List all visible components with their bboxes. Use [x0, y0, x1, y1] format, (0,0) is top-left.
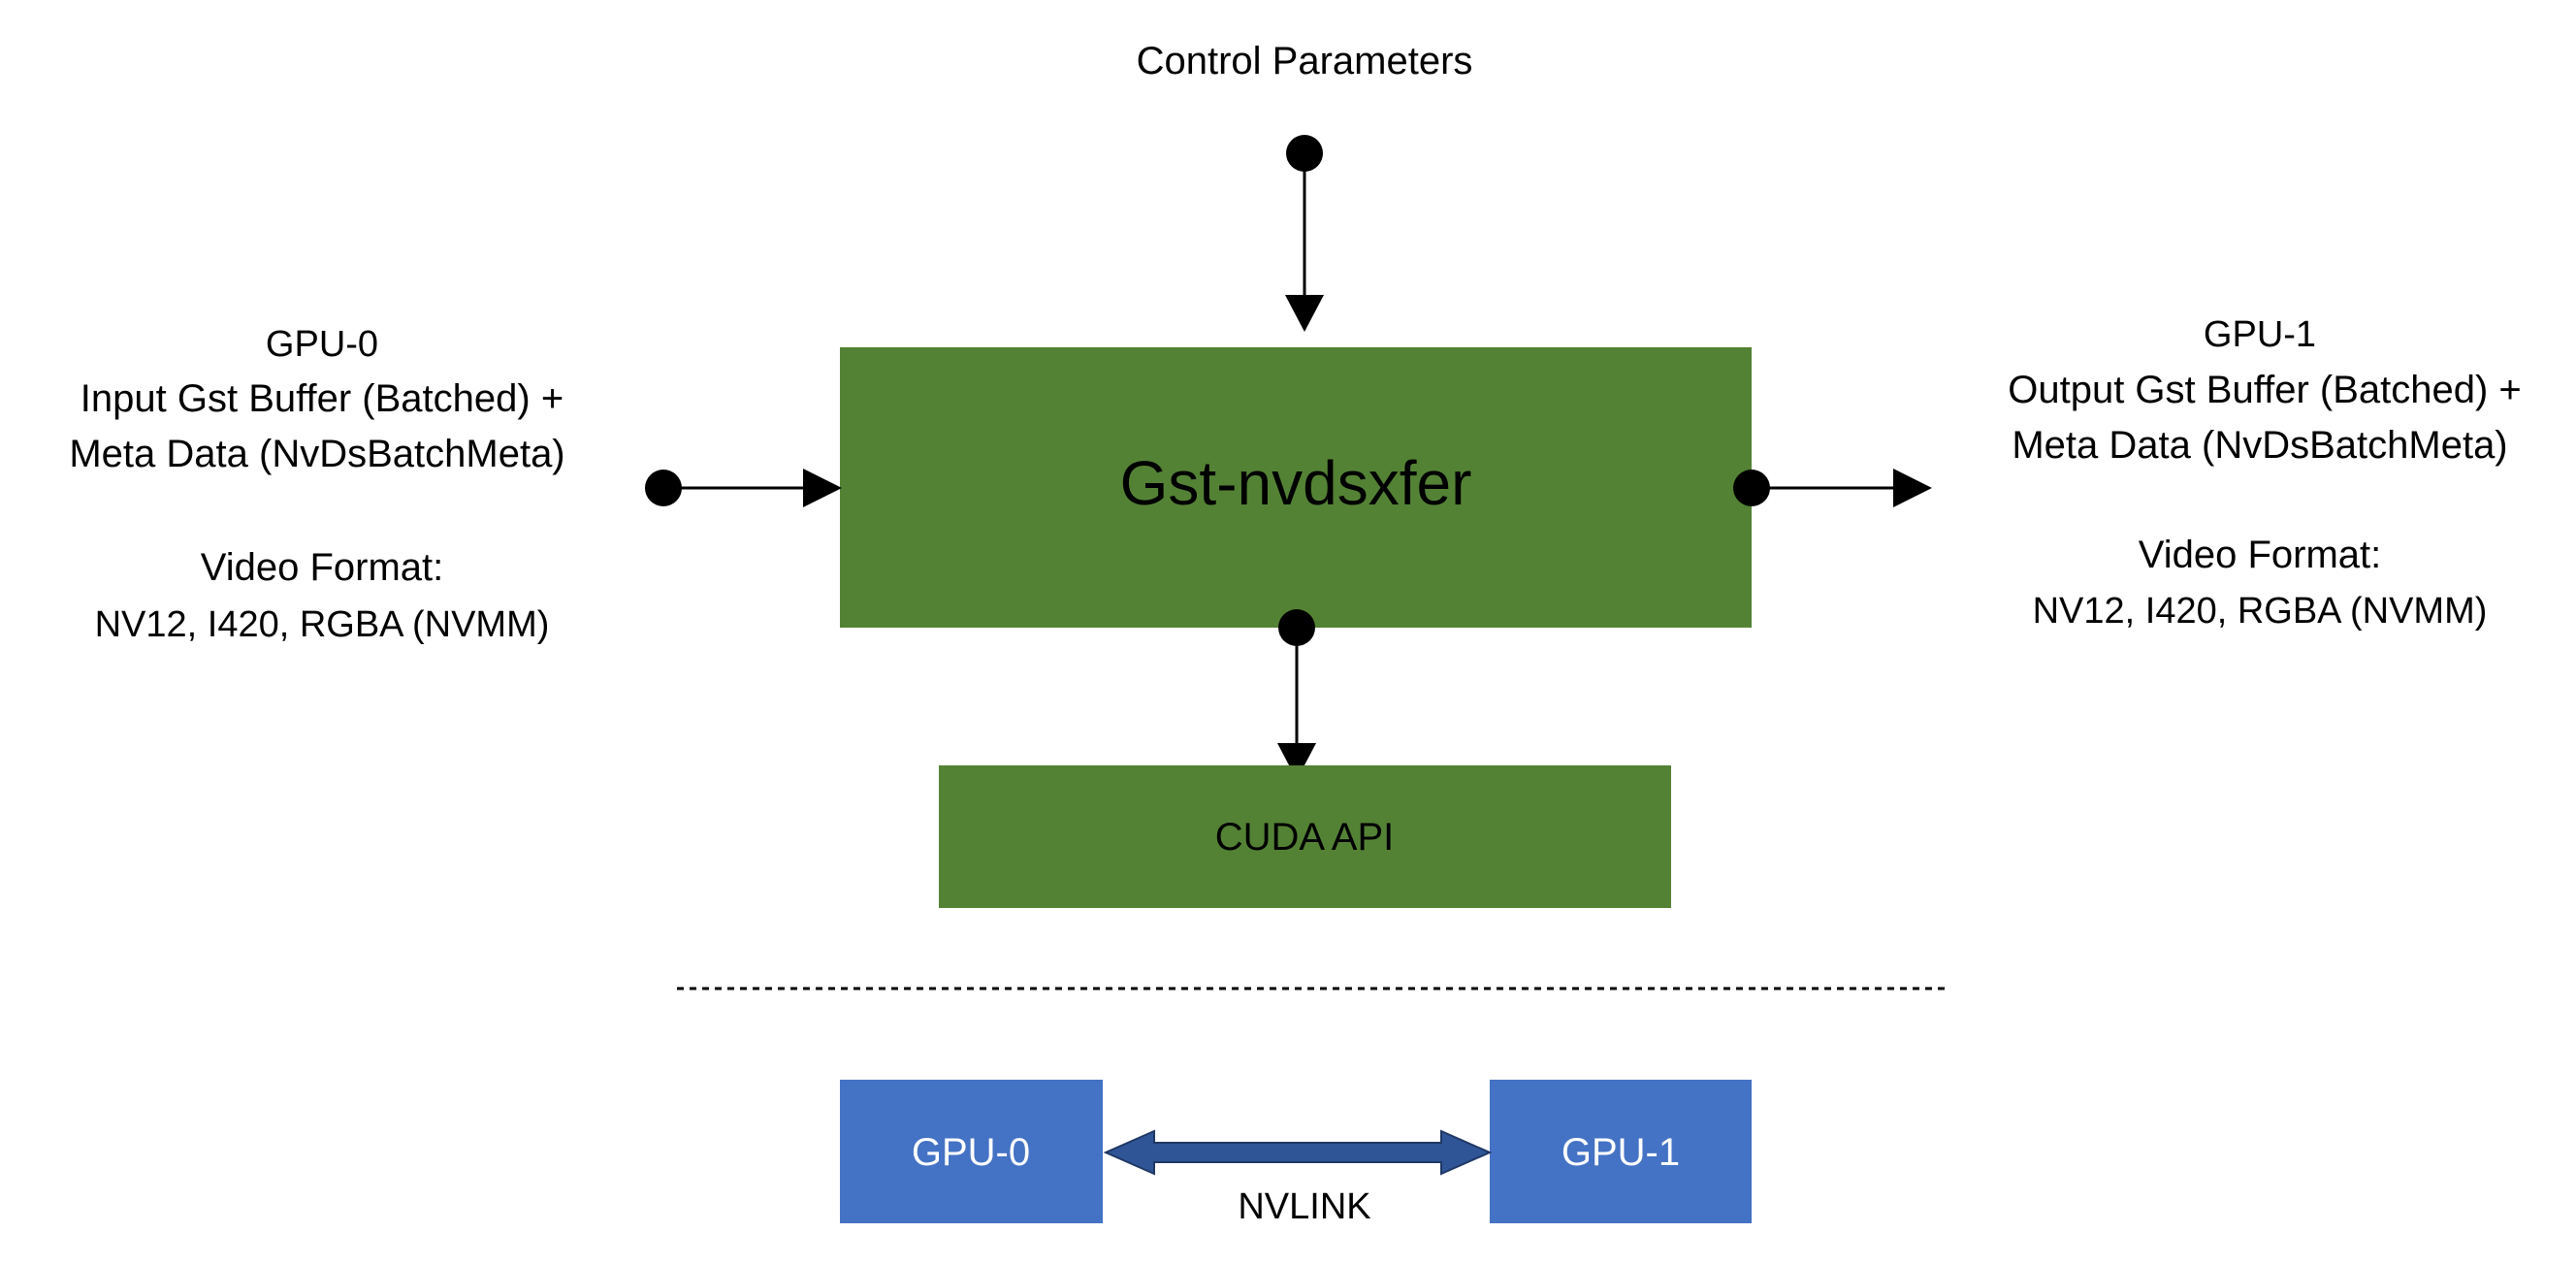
gpu1-box: [1490, 1080, 1752, 1223]
cuda-arrow-head: [1277, 743, 1316, 780]
output-buffer-line2: Meta Data (NvDsBatchMeta): [2012, 424, 2507, 467]
output-buffer-line1: Output Gst Buffer (Batched) +: [2008, 369, 2522, 411]
input-format-values: NV12, I420, RGBA (NVMM): [95, 604, 550, 645]
input-arrow-head: [803, 469, 842, 507]
input-gpu-label: GPU-0: [266, 324, 378, 365]
output-gpu-label: GPU-1: [2204, 314, 2316, 355]
plugin-box: [840, 347, 1752, 628]
nvlink-label: NVLINK: [1238, 1186, 1370, 1227]
input-buffer-line2: Meta Data (NvDsBatchMeta): [69, 433, 564, 475]
cuda-api-box: [939, 765, 1671, 908]
control-parameters-label: Control Parameters: [1137, 40, 1473, 82]
output-arrow-head: [1893, 469, 1932, 507]
cuda-api-label: CUDA API: [1215, 816, 1395, 859]
input-buffer-line1: Input Gst Buffer (Batched) +: [80, 377, 564, 420]
gpu0-label: GPU-0: [912, 1131, 1030, 1174]
output-format-title: Video Format:: [2139, 534, 2382, 576]
control-arrow-head: [1285, 295, 1324, 332]
output-format-values: NV12, I420, RGBA (NVMM): [2033, 591, 2488, 632]
plugin-label: Gst-nvdsxfer: [1120, 448, 1472, 518]
gpu1-label: GPU-1: [1562, 1131, 1680, 1174]
input-format-title: Video Format:: [201, 546, 444, 589]
gpu0-box: [840, 1080, 1103, 1223]
nvlink-double-arrow: [1103, 1129, 1493, 1176]
